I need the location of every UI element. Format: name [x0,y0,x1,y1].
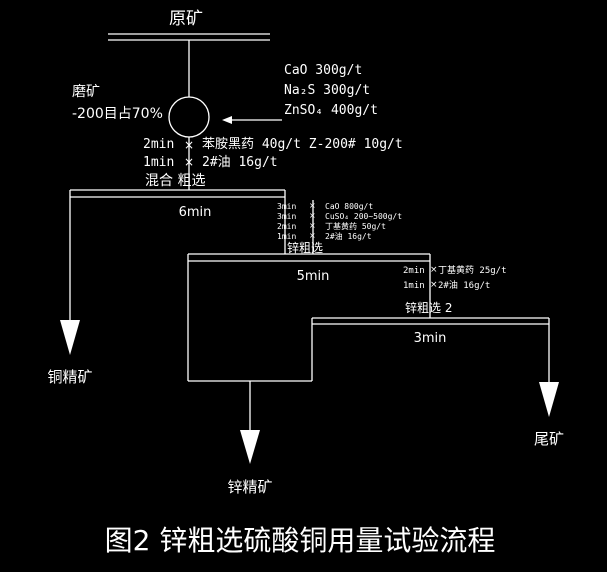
bulk-reagent-time-2: 1min [143,155,174,170]
grinding-reagent-arrowhead [222,116,232,124]
grinding-reagents: CaO 300g/t Na₂S 300g/t ZnSO₄ 400g/t [284,63,378,118]
zr1-time-3: 2min [277,222,296,231]
zr2-text-2: 2#油 16g/t [438,279,490,291]
zinc-concentrate-label: 锌精矿 [227,478,272,496]
dose-mark-icon: × [430,265,438,275]
zr1-time-2: 3min [277,212,296,221]
zr1-text-4: 2#油 16g/t [325,231,372,241]
zr2-time-2: 1min [403,281,425,291]
dose-mark-icon: × [184,155,194,169]
zr2-time-1: 2min [403,266,425,276]
zr1-time-1: 3min [277,202,296,211]
figure-caption: 图2 锌粗选硫酸铜用量试验流程 [105,524,496,557]
zr1-time: 5min [297,269,330,284]
zr1-text-1: CaO 800g/t [325,202,373,211]
grinding-fineness: -200目占70% [72,106,163,122]
zinc-rougher-1-label: 锌粗选 [287,241,323,255]
copper-concentrate-label: 铜精矿 [47,368,92,386]
bulk-reagent-text-1: 苯胺黑药 40g/t Z-200# 10g/t [202,137,403,152]
grinding-reagent-2: Na₂S 300g/t [284,83,370,98]
raw-ore-label: 原矿 [169,9,203,29]
grinding-reagent-3: ZnSO₄ 400g/t [284,103,378,118]
zr1-time-4: 1min [277,232,296,241]
grinding-mill-circle [168,96,210,138]
bulk-time: 6min [179,205,212,220]
bulk-reagent-time-1: 2min [143,137,174,152]
tailings-arrowhead [539,382,559,417]
zr2-text-1: 丁基黄药 25g/t [438,264,507,276]
zinc-rougher-2-label: 锌粗选 2 [405,301,452,315]
dose-mark-icon: × [184,138,194,152]
dose-mark-icon: × [430,280,438,290]
bulk-reagent-text-2: 2#油 16g/t [202,155,278,170]
zr2-time: 3min [414,331,447,346]
zr1-text-3: 丁基黄药 50g/t [325,221,386,231]
zinc-conc-arrowhead [240,430,260,464]
copper-conc-arrowhead [60,320,80,355]
bulk-rougher-label: 混合 粗选 [145,173,205,189]
zr1-text-2: CuSO₄ 200~500g/t [325,212,402,221]
tailings-label: 尾矿 [534,430,564,448]
grinding-label: 磨矿 [72,84,100,100]
grinding-reagent-1: CaO 300g/t [284,63,362,78]
zinc-rougher-1-reagents: 3min CaO 800g/t 3min CuSO₄ 200~500g/t 2m… [277,202,402,241]
